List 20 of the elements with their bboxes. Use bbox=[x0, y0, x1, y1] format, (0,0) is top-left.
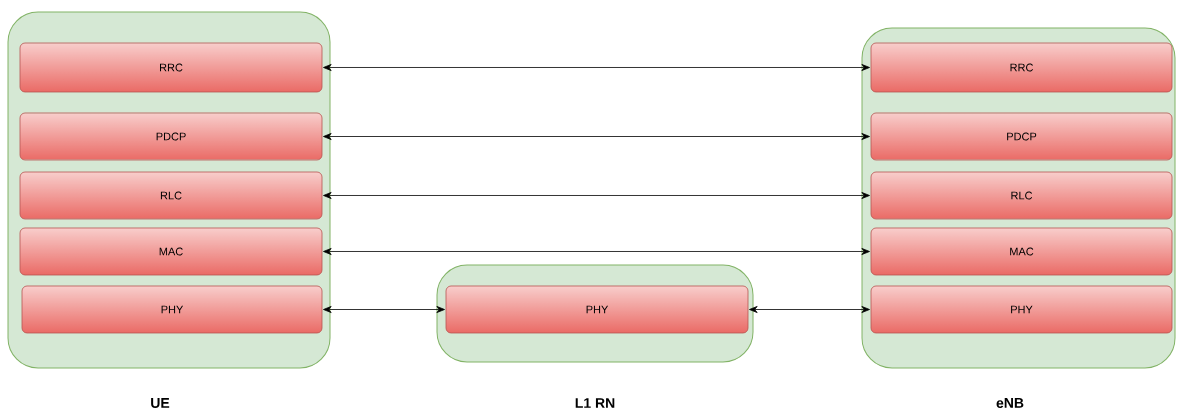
layer-box: MAC bbox=[19, 227, 323, 276]
panel-heading: UE bbox=[151, 398, 170, 408]
layer-box: RLC bbox=[19, 171, 323, 220]
layer-box: MAC bbox=[870, 227, 1173, 276]
layer-box: RRC bbox=[19, 42, 323, 93]
panel-heading: eNB bbox=[996, 398, 1024, 408]
arrow bbox=[323, 64, 870, 71]
arrow bbox=[749, 306, 870, 313]
arrow bbox=[323, 306, 445, 313]
layer-box: PDCP bbox=[19, 112, 323, 161]
layer-box: PHY bbox=[21, 285, 323, 334]
layer-box: PHY bbox=[870, 285, 1173, 334]
layer-box: PDCP bbox=[870, 112, 1173, 161]
layer-box: PHY bbox=[445, 285, 749, 334]
panel-heading: L1 RN bbox=[575, 398, 615, 408]
arrow bbox=[323, 133, 870, 140]
arrow bbox=[323, 248, 870, 255]
arrow bbox=[323, 192, 870, 199]
layer-box: RLC bbox=[870, 171, 1173, 220]
layer-box: RRC bbox=[870, 42, 1173, 93]
